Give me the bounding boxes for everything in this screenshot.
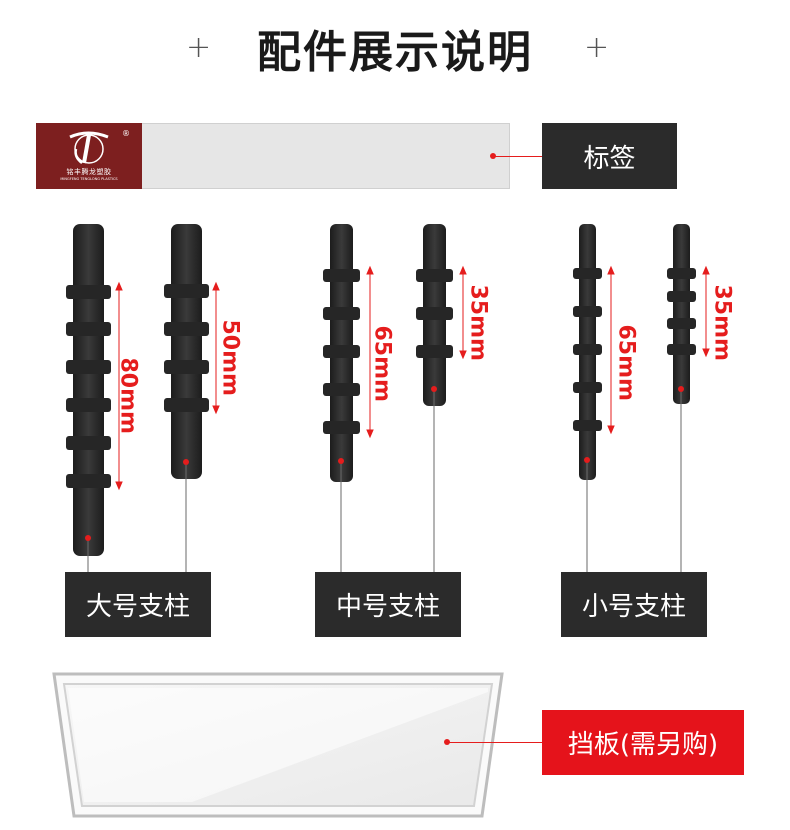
small-pillar-long: [573, 224, 602, 480]
plus-right-icon: +: [584, 30, 610, 65]
svg-text:®: ®: [122, 129, 130, 138]
medium-pillar-short: [416, 224, 453, 406]
page-title: 配件展示说明: [257, 27, 533, 78]
baffle-board-image: [52, 672, 504, 818]
medium-pillar-long: [323, 224, 360, 482]
large-pillar-label: 大号支柱: [65, 572, 211, 637]
large-pillar-long: [66, 224, 111, 556]
logo-sub: MINGFENG TENGLONG PLASTICS: [60, 177, 118, 181]
logo-name: 铭丰腾龙塑胶: [66, 168, 112, 176]
dim-large-short: 50mm: [217, 319, 243, 396]
tag-pointer-line: [495, 156, 542, 157]
large-pillar-short: [164, 224, 209, 479]
dim-large-long: 80mm: [115, 357, 141, 434]
logo-mark-icon: ®: [69, 129, 130, 164]
plus-left-icon: +: [186, 30, 212, 65]
board-pointer-dot: [444, 739, 450, 745]
medium-pillar-label: 中号支柱: [315, 572, 461, 637]
dim-medium-long: 65mm: [369, 325, 395, 402]
small-pillar-label: 小号支柱: [561, 572, 707, 637]
tag-pointer-dot: [490, 153, 496, 159]
dim-small-long: 65mm: [613, 324, 639, 401]
board-label: 挡板(需另购): [542, 710, 744, 775]
tag-label: 标签: [542, 123, 677, 189]
board-pointer-line: [449, 742, 542, 743]
dim-medium-short: 35mm: [465, 284, 491, 361]
dim-small-short: 35mm: [709, 284, 735, 361]
brand-logo: ® 铭丰腾龙塑胶 MINGFENG TENGLONG PLASTICS: [36, 123, 142, 189]
small-pillar-short: [667, 224, 696, 404]
